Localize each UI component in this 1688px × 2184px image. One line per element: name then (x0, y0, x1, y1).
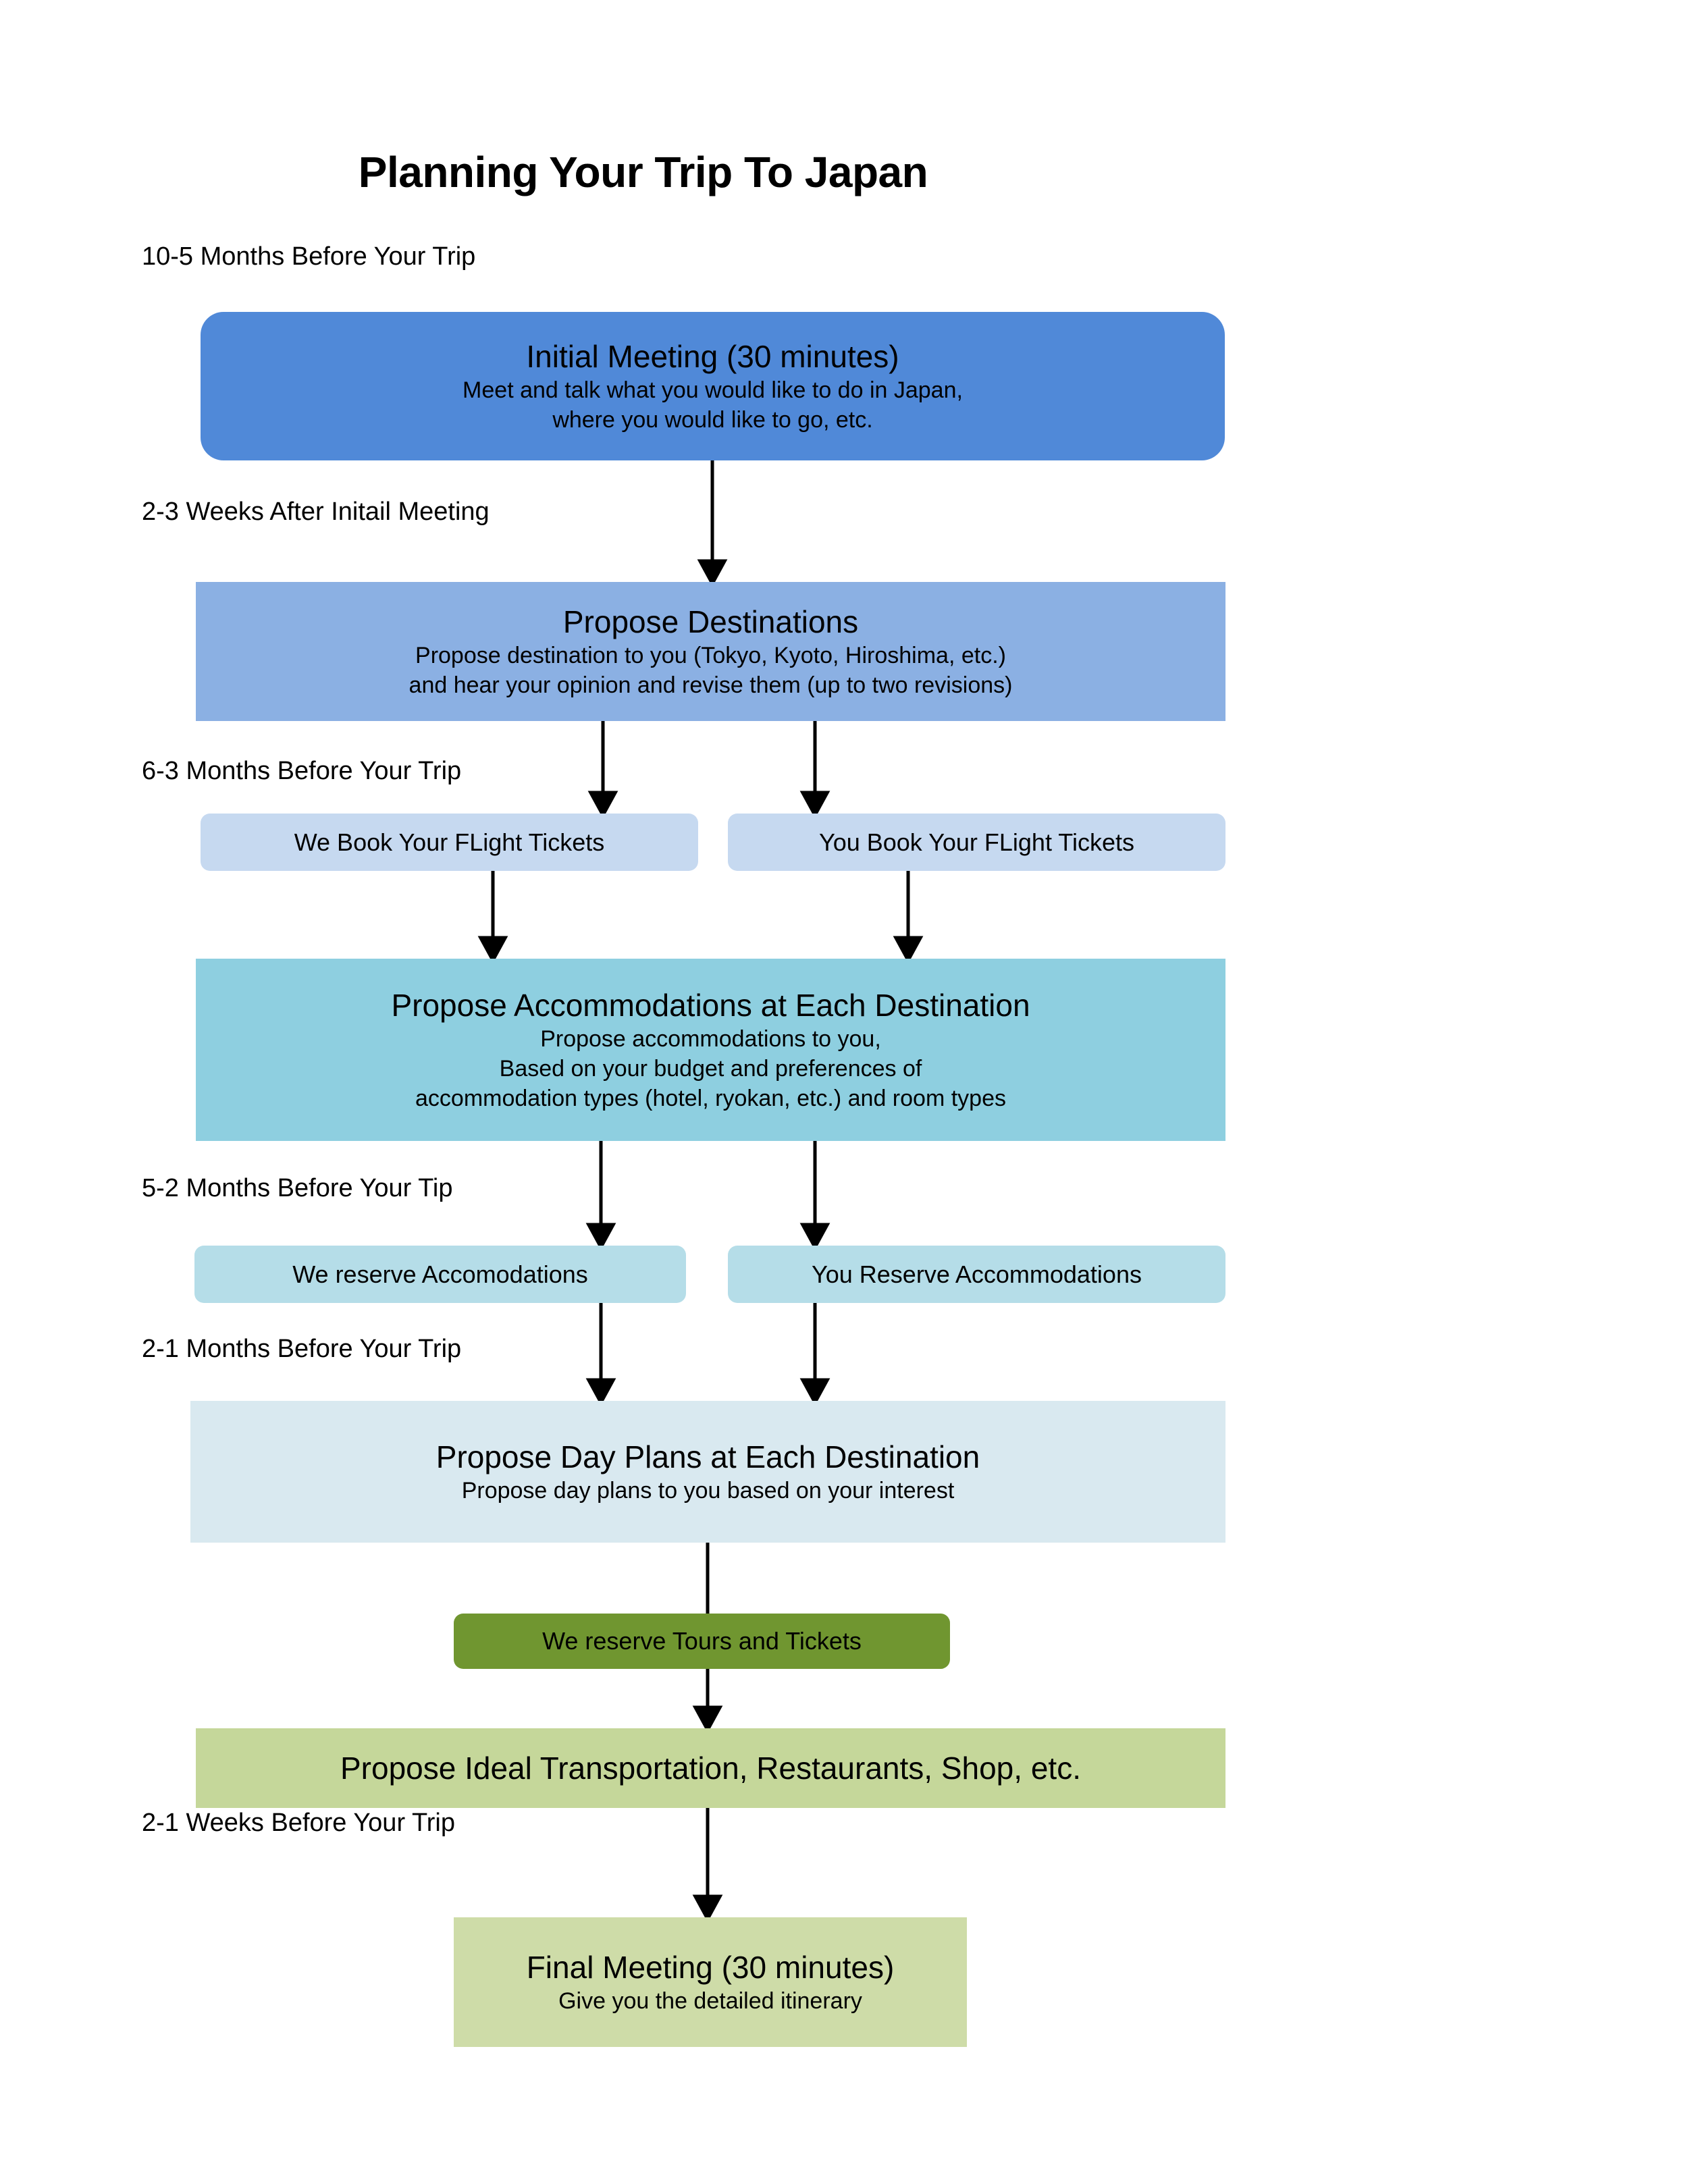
node-we-reserve-accommodations[interactable]: We reserve Accomodations (194, 1246, 686, 1303)
node-initial-meeting-title: Initial Meeting (30 minutes) (526, 338, 899, 374)
node-initial-meeting[interactable]: Initial Meeting (30 minutes) Meet and ta… (201, 312, 1225, 460)
node-propose-day-plans-title: Propose Day Plans at Each Destination (436, 1439, 980, 1474)
node-propose-accommodations-sub-2: Based on your budget and preferences of (499, 1055, 922, 1082)
node-you-book-flight-tickets-title: You Book Your FLight Tickets (819, 828, 1134, 856)
node-we-reserve-tours-and-tickets-title: We reserve Tours and Tickets (542, 1627, 862, 1655)
phase-label-2: 2-3 Weeks After Initail Meeting (142, 498, 490, 526)
node-final-meeting-title: Final Meeting (30 minutes) (526, 1949, 895, 1985)
node-propose-destinations[interactable]: Propose Destinations Propose destination… (196, 582, 1225, 721)
phase-label-5: 2-1 Months Before Your Trip (142, 1335, 462, 1363)
node-you-book-flight-tickets[interactable]: You Book Your FLight Tickets (728, 814, 1225, 871)
node-propose-accommodations-title: Propose Accommodations at Each Destinati… (391, 987, 1030, 1023)
node-we-book-flight-tickets[interactable]: We Book Your FLight Tickets (201, 814, 698, 871)
node-propose-destinations-title: Propose Destinations (562, 604, 859, 639)
node-final-meeting-sub-1: Give you the detailed itinerary (558, 1988, 862, 2014)
node-propose-ideal-transportation[interactable]: Propose Ideal Transportation, Restaurant… (196, 1728, 1225, 1808)
node-propose-accommodations[interactable]: Propose Accommodations at Each Destinati… (196, 959, 1225, 1141)
node-propose-accommodations-sub-1: Propose accommodations to you, (540, 1026, 881, 1052)
page-title: Planning Your Trip To Japan (358, 148, 928, 196)
node-initial-meeting-sub-2: where you would like to go, etc. (552, 407, 873, 433)
phase-label-3: 6-3 Months Before Your Trip (142, 757, 462, 785)
phase-label-1: 10-5 Months Before Your Trip (142, 242, 476, 271)
node-you-reserve-accommodations-title: You Reserve Accommodations (812, 1260, 1142, 1288)
node-final-meeting[interactable]: Final Meeting (30 minutes) Give you the … (454, 1917, 967, 2047)
node-propose-destinations-sub-1: Propose destination to you (Tokyo, Kyoto… (415, 642, 1006, 668)
node-propose-ideal-transportation-title: Propose Ideal Transportation, Restaurant… (340, 1750, 1081, 1786)
node-you-reserve-accommodations[interactable]: You Reserve Accommodations (728, 1246, 1225, 1303)
phase-label-6: 2-1 Weeks Before Your Trip (142, 1809, 455, 1837)
phase-label-4: 5-2 Months Before Your Tip (142, 1174, 453, 1202)
node-propose-day-plans[interactable]: Propose Day Plans at Each Destination Pr… (190, 1401, 1225, 1543)
node-propose-accommodations-sub-3: accommodation types (hotel, ryokan, etc.… (415, 1086, 1006, 1112)
node-we-book-flight-tickets-title: We Book Your FLight Tickets (294, 828, 605, 856)
node-initial-meeting-sub-1: Meet and talk what you would like to do … (463, 377, 963, 403)
node-propose-destinations-sub-2: and hear your opinion and revise them (u… (408, 672, 1013, 699)
node-we-reserve-accommodations-title: We reserve Accomodations (292, 1260, 588, 1288)
node-we-reserve-tours-and-tickets[interactable]: We reserve Tours and Tickets (454, 1614, 950, 1669)
node-propose-day-plans-sub-1: Propose day plans to you based on your i… (461, 1477, 955, 1503)
